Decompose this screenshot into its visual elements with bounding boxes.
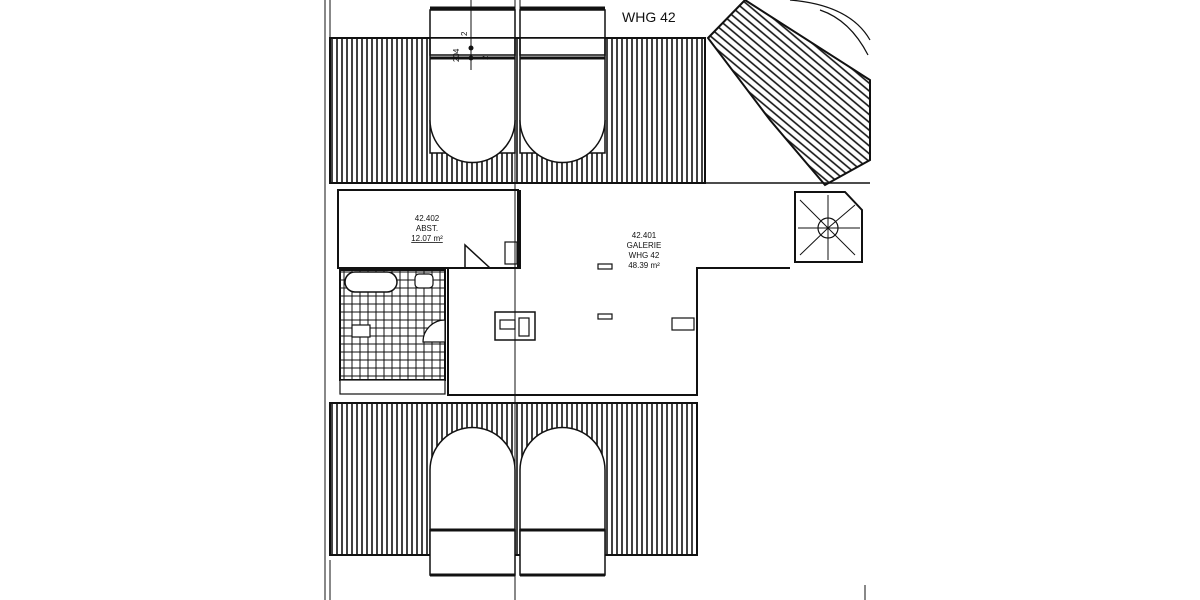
dimension-mark: 204	[452, 48, 461, 62]
roof-bottom	[329, 402, 698, 577]
storage-number: 42.402	[415, 214, 440, 223]
gallery-area: 48.39 m²	[628, 261, 660, 270]
dimension-marks: 2 204 2	[452, 0, 490, 70]
gallery-unit: WHG 42	[629, 251, 660, 260]
gallery-number: 42.401	[632, 231, 657, 240]
roof-top	[329, 6, 870, 184]
storage-name: ABST.	[416, 224, 438, 233]
apartment-title: WHG 42	[622, 9, 676, 25]
roof-diagonal-wing	[706, 0, 871, 187]
room-gallery	[447, 190, 790, 396]
spiral-staircase	[794, 191, 863, 263]
toilet-icon	[351, 324, 371, 338]
gallery-name: GALERIE	[627, 241, 662, 250]
room-bathroom	[339, 269, 446, 395]
storage-area: 12.07 m²	[411, 234, 443, 243]
room-storage	[337, 189, 519, 269]
dimension-mark: 2	[481, 55, 490, 60]
dimension-mark: 2	[460, 31, 469, 36]
sink-icon	[414, 273, 434, 289]
bathtub-icon	[344, 271, 398, 293]
